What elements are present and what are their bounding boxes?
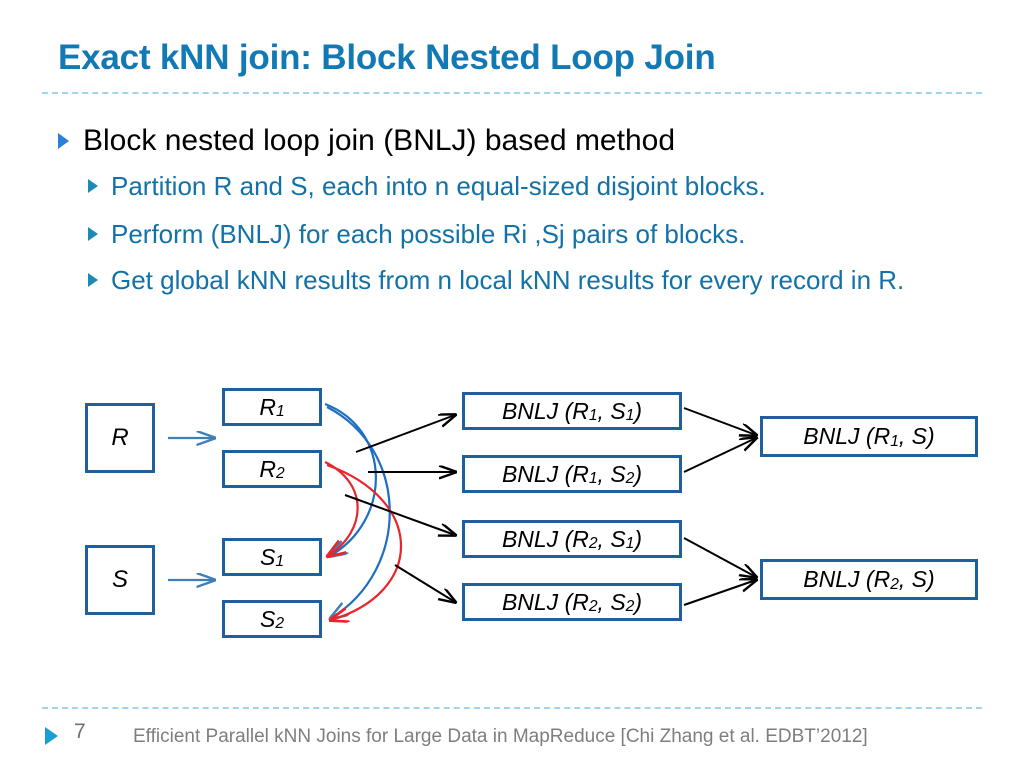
bullet-triangle-icon xyxy=(58,133,69,149)
box-label-sub2: 1 xyxy=(625,407,635,424)
box-label-sub: 2 xyxy=(275,615,285,632)
box-label-base: R xyxy=(259,393,276,420)
box-label-sub1: 1 xyxy=(588,470,598,487)
box-label-suffix: ) xyxy=(634,460,643,487)
box-label-prefix: BNLJ (R xyxy=(501,525,589,552)
bullet-level2-global: Get global kNN results from n local kNN … xyxy=(88,264,978,297)
bullet-level2-label: Partition R and S, each into n equal-siz… xyxy=(111,171,766,201)
box-label-sub: 1 xyxy=(275,553,285,570)
box-label-base: R xyxy=(259,455,276,482)
box-label-suffix: ) xyxy=(634,588,643,615)
sub-bullet-triangle-icon xyxy=(88,179,98,193)
box-label-mid: , S xyxy=(597,525,626,552)
title-divider xyxy=(42,92,982,94)
box-label-prefix: BNLJ (R xyxy=(501,397,589,424)
box-label-prefix: BNLJ (R xyxy=(803,566,891,592)
box-label-prefix: BNLJ (R xyxy=(803,423,891,449)
box-label-sub2: 2 xyxy=(625,598,635,615)
bullet-level2-label: Perform (BNLJ) for each possible Ri ,Sj … xyxy=(111,219,746,249)
box-label-suffix: ) xyxy=(634,525,643,552)
bullet-level1-label: Block nested loop join (BNLJ) based meth… xyxy=(83,124,676,157)
page-number: 7 xyxy=(74,720,86,743)
bullet-level2-label: Get global kNN results from n local kNN … xyxy=(111,265,905,295)
box-label-prefix: BNLJ (R xyxy=(501,588,589,615)
box-label-sub2: 2 xyxy=(625,470,635,487)
box-label-sub1: 2 xyxy=(588,598,598,615)
box-source-s: S xyxy=(85,545,155,615)
box-label: S xyxy=(111,566,128,593)
box-label-sub1: 2 xyxy=(588,535,598,552)
footer-triangle-icon xyxy=(45,727,58,745)
box-label-prefix: BNLJ (R xyxy=(501,460,589,487)
box-label-suffix: , S) xyxy=(898,423,935,449)
box-label-sub: 1 xyxy=(275,403,285,420)
box-label-suffix: ) xyxy=(634,397,643,424)
box-label-mid: , S xyxy=(597,397,626,424)
box-label-sub: 2 xyxy=(275,465,285,482)
bullet-level2-partition: Partition R and S, each into n equal-siz… xyxy=(88,170,766,203)
sub-bullet-triangle-icon xyxy=(88,227,98,241)
box-label-base: S xyxy=(259,605,276,632)
footer-citation: Efficient Parallel kNN Joins for Large D… xyxy=(133,726,868,747)
bullet-level1: Block nested loop join (BNLJ) based meth… xyxy=(58,122,675,160)
box-label: R xyxy=(111,424,129,451)
page-title: Exact kNN join: Block Nested Loop Join xyxy=(58,38,716,77)
footer-divider xyxy=(42,707,982,709)
box-label-sub1: 1 xyxy=(890,432,899,450)
box-source-r: R xyxy=(85,403,155,473)
sub-bullet-triangle-icon xyxy=(88,273,98,287)
box-label-mid: , S xyxy=(597,588,626,615)
box-label-sub1: 2 xyxy=(890,575,899,593)
box-label-suffix: , S) xyxy=(898,566,935,592)
box-label-sub2: 1 xyxy=(625,535,635,552)
box-label-base: S xyxy=(259,543,276,570)
bullet-level2-perform: Perform (BNLJ) for each possible Ri ,Sj … xyxy=(88,218,745,251)
box-label-mid: , S xyxy=(597,460,626,487)
box-label-sub1: 1 xyxy=(588,407,598,424)
